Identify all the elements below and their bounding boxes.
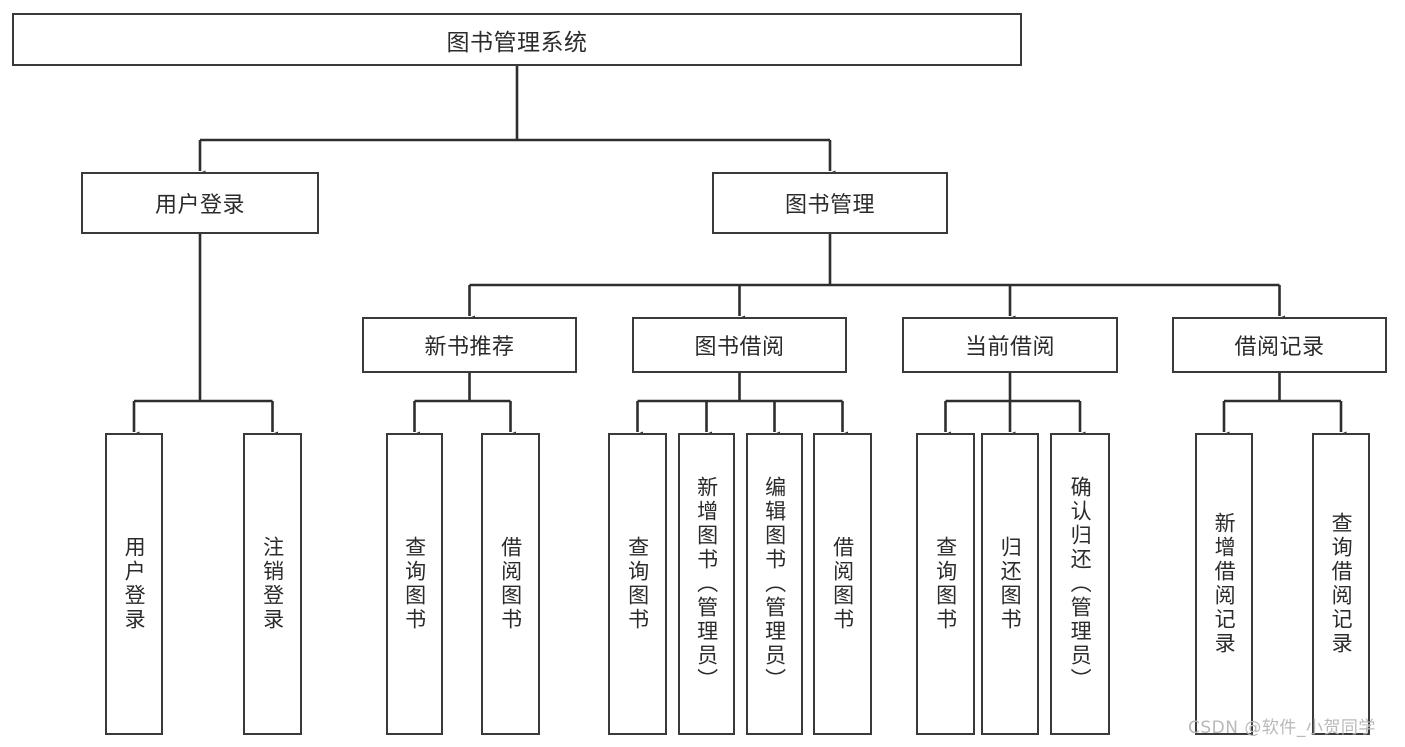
node-login[interactable]: 用户登录 xyxy=(81,172,319,234)
node-bookmgmt[interactable]: 图书管理 xyxy=(712,172,948,234)
node-l-addrec[interactable]: 新增借阅记录 xyxy=(1195,433,1253,735)
node-newbook[interactable]: 新书推荐 xyxy=(362,317,577,373)
node-current[interactable]: 当前借阅 xyxy=(902,317,1118,373)
node-label: 确认归还（管理员） xyxy=(1068,476,1093,692)
node-l-query3[interactable]: 查询图书 xyxy=(916,433,975,735)
node-l-query1[interactable]: 查询图书 xyxy=(386,433,443,735)
node-label: 查询图书 xyxy=(402,536,427,632)
node-l-queryrec[interactable]: 查询借阅记录 xyxy=(1312,433,1370,735)
node-label: 新增图书（管理员） xyxy=(694,476,719,692)
node-label: 查询图书 xyxy=(625,536,650,632)
node-l-query2[interactable]: 查询图书 xyxy=(608,433,667,735)
node-label: 当前借阅 xyxy=(964,335,1055,360)
node-l-logout[interactable]: 注销登录 xyxy=(243,433,302,735)
node-l-confirm[interactable]: 确认归还（管理员） xyxy=(1050,433,1110,735)
node-label: 图书管理系统 xyxy=(446,29,588,56)
node-label: 用户登录 xyxy=(122,536,147,632)
node-records[interactable]: 借阅记录 xyxy=(1172,317,1387,373)
node-label: 编辑图书（管理员） xyxy=(762,476,787,692)
node-l-borrow1[interactable]: 借阅图书 xyxy=(481,433,540,735)
node-label: 查询借阅记录 xyxy=(1329,512,1354,656)
node-label: 注销登录 xyxy=(260,536,285,632)
node-l-addbook[interactable]: 新增图书（管理员） xyxy=(678,433,735,735)
node-label: 借阅图书 xyxy=(498,536,523,632)
node-label: 新增借阅记录 xyxy=(1212,512,1237,656)
watermark: CSDN @软件_小贺同学 xyxy=(1188,718,1376,738)
node-label: 新书推荐 xyxy=(424,335,515,360)
node-borrow[interactable]: 图书借阅 xyxy=(632,317,847,373)
node-root[interactable]: 图书管理系统 xyxy=(12,13,1022,66)
node-label: 图书借阅 xyxy=(694,335,785,360)
node-label: 借阅记录 xyxy=(1234,335,1325,360)
node-l-userlogin[interactable]: 用户登录 xyxy=(105,433,163,735)
node-l-editbook[interactable]: 编辑图书（管理员） xyxy=(746,433,803,735)
node-label: 用户登录 xyxy=(154,193,245,218)
node-l-return[interactable]: 归还图书 xyxy=(981,433,1039,735)
node-label: 归还图书 xyxy=(998,536,1023,632)
node-l-borrow2[interactable]: 借阅图书 xyxy=(813,433,872,735)
node-label: 借阅图书 xyxy=(830,536,855,632)
node-label: 查询图书 xyxy=(933,536,958,632)
node-label: 图书管理 xyxy=(784,193,875,218)
